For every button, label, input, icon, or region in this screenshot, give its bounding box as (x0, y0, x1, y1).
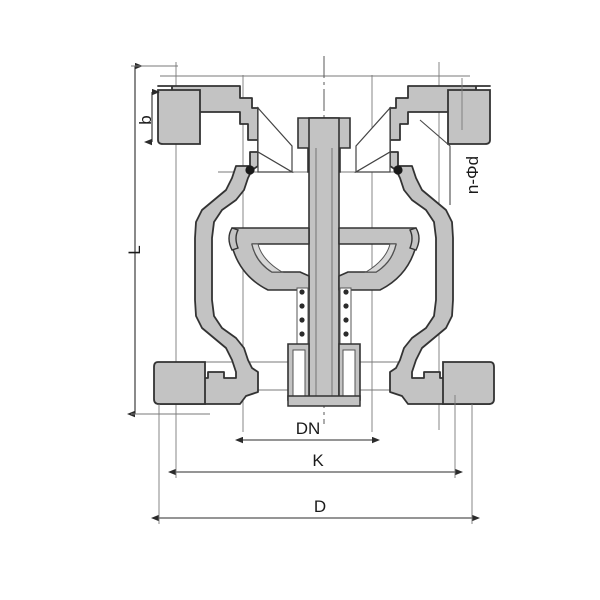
dimension-L: L (125, 62, 210, 418)
seat-base (287, 395, 361, 407)
gasket-left (245, 165, 255, 175)
dimension-K: K (168, 395, 463, 478)
dimension-D: D (151, 404, 480, 524)
gasket-right (393, 165, 403, 175)
dimension-b: b (136, 88, 160, 146)
seat-right-inner (342, 349, 356, 397)
disc-left-rim (228, 227, 239, 251)
dimension-n-phi-d: n-Φd (463, 156, 482, 194)
top-flange-left (157, 89, 201, 145)
bottom-flange-left (153, 361, 206, 405)
leader-line-bolt-hole (419, 119, 451, 205)
disc-right-web (364, 243, 397, 273)
dimension-b-label: b (136, 115, 155, 124)
dimension-D-label: D (314, 497, 326, 516)
top-flange-right (447, 89, 491, 145)
bottom-flange-right (442, 361, 495, 405)
dimension-L-label: L (125, 245, 144, 254)
dimension-DN: DN (235, 419, 380, 444)
dimension-n-phi-d-label: n-Φd (463, 156, 482, 194)
disc-right-rim (409, 227, 420, 251)
internal-cone-left-lower (257, 150, 295, 173)
dimension-DN-label: DN (296, 419, 321, 438)
dimension-K-label: K (312, 451, 324, 470)
seat-left-inner (292, 349, 306, 397)
disc-left-web (251, 243, 284, 273)
stem (308, 117, 340, 399)
internal-cone-right-lower (353, 150, 391, 173)
